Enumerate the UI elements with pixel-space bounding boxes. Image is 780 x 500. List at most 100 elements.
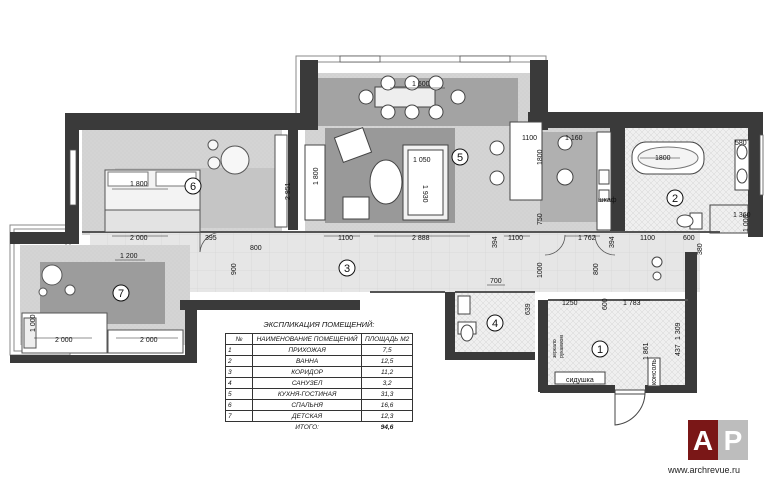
logo-letter-p: P: [718, 420, 748, 460]
windows: [69, 55, 764, 206]
kitchen-island: [489, 121, 543, 201]
wardrobe-label: шкаф: [598, 197, 617, 204]
hall-door-swing: [199, 231, 616, 256]
bedroom-armchairs: [207, 139, 250, 175]
logo-letter-a: A: [688, 420, 718, 460]
bath-sink: [734, 139, 750, 191]
dim-900: 900: [231, 263, 238, 275]
room-schedule: ЭКСПЛИКАЦИЯ ПОМЕЩЕНИЙ: № НАИМЕНОВАНИЕ ПО…: [225, 320, 413, 432]
entrance-door: [614, 389, 646, 426]
dim-750: 750: [537, 213, 544, 225]
kids-toys: [38, 264, 76, 297]
dim-1800-kitchen: 1800: [537, 149, 544, 165]
dim-1100-kitchen-door: 1100: [508, 235, 523, 242]
kitchen-chairs: [556, 135, 574, 186]
svg-text:5: 5: [457, 152, 463, 164]
svg-text:2: 2: [672, 193, 678, 205]
dim-2000-kids-left: 2 000: [55, 337, 73, 344]
room-marker-2: 2: [666, 189, 684, 207]
bath-toilet: [676, 212, 703, 230]
walls: [10, 60, 763, 393]
total-row: ИТОГО: 94,6: [226, 422, 413, 433]
dim-1762: 1 762: [578, 235, 596, 242]
coffee-table: [369, 159, 403, 205]
dimension-lines: [34, 87, 680, 339]
dimension-labels: 1 600 1100 1 160 1800 580 1 800 1 050 1 …: [30, 81, 751, 360]
dim-800-corridor: 800: [593, 263, 600, 275]
dim-1309: 1 309: [675, 322, 682, 340]
dim-2000-bed: 2 000: [130, 235, 148, 242]
room-marker-5: 5: [451, 148, 469, 166]
dim-600-bath: 600: [683, 235, 695, 242]
col-name: НАИМЕНОВАНИЕ ПОМЕЩЕНИЙ: [251, 333, 363, 345]
dim-1800-tv: 1 800: [313, 167, 320, 185]
total-value: 94,6: [380, 423, 394, 431]
dim-600-entrance: 600: [602, 298, 609, 310]
dim-1100-corridor: 1100: [338, 235, 353, 242]
dim-700: 700: [490, 278, 502, 285]
room-marker-4: 4: [486, 314, 504, 332]
svg-text:4: 4: [492, 318, 498, 330]
dim-580: 580: [735, 140, 747, 147]
dim-1800-bath: 1800: [655, 155, 671, 162]
wc-fixtures: [457, 295, 477, 342]
tv-console: [304, 144, 326, 221]
svg-text:3: 3: [344, 263, 350, 275]
dim-1000-bath: 1 000: [743, 214, 750, 232]
shower: [709, 204, 749, 234]
dim-1800-bed: 1 800: [130, 181, 148, 188]
col-no: №: [225, 333, 253, 345]
dim-1100-island: 1100: [522, 135, 537, 142]
kids-wardrobe: [107, 329, 184, 354]
dim-1861: 1 861: [643, 342, 650, 360]
dim-1930: 1 930: [421, 185, 428, 203]
dim-395: 395: [205, 235, 217, 242]
bed: [104, 169, 201, 233]
room-marker-7: 7: [112, 284, 130, 302]
dim-1050: 1 050: [413, 157, 431, 164]
room-marker-3: 3: [338, 259, 356, 277]
total-label: ИТОГО:: [295, 423, 319, 431]
entrance-furniture: [554, 357, 661, 387]
corridor-plant: [651, 256, 663, 281]
dim-639: 639: [525, 303, 532, 315]
kids-bed: [21, 312, 108, 354]
dim-1160: 1 160: [565, 135, 583, 142]
dim-394-left: 394: [492, 236, 499, 248]
dim-1360: 1 360: [733, 212, 751, 219]
dim-2888: 2 888: [412, 235, 430, 242]
room-marker-6: 6: [184, 177, 202, 195]
dim-380: 380: [697, 243, 704, 255]
dim-1100-bath-door: 1100: [640, 235, 655, 242]
room-schedule-header: № НАИМЕНОВАНИЕ ПОМЕЩЕНИЙ ПЛОЩАДЬ М2: [225, 333, 413, 345]
room-number-markers: 1 2 3 4 5 6 7: [112, 148, 684, 358]
dim-1783: 1 783: [623, 300, 641, 307]
ap-logo: A P: [688, 420, 748, 460]
kitchen-counter: [596, 131, 612, 231]
col-area: ПЛОЩАДЬ М2: [361, 333, 413, 345]
console-label: консоль: [651, 359, 658, 385]
svg-text:7: 7: [118, 288, 124, 300]
dim-437: 437: [675, 344, 682, 356]
dim-1000-corridor: 1000: [537, 262, 544, 278]
website-link[interactable]: www.archrevue.ru: [668, 465, 741, 475]
lounge-chairs: [333, 127, 373, 220]
mirror-label: зеркало: [552, 339, 558, 358]
dim-1000-kids: 1 000: [30, 314, 37, 332]
svg-text:1: 1: [597, 344, 603, 356]
dim-2951: 2 951: [285, 182, 292, 200]
dim-1250: 1250: [562, 300, 578, 307]
sofa: [402, 144, 449, 221]
dim-1600: 1 600: [412, 81, 430, 88]
dim-800-bedroom-door: 800: [250, 245, 262, 252]
